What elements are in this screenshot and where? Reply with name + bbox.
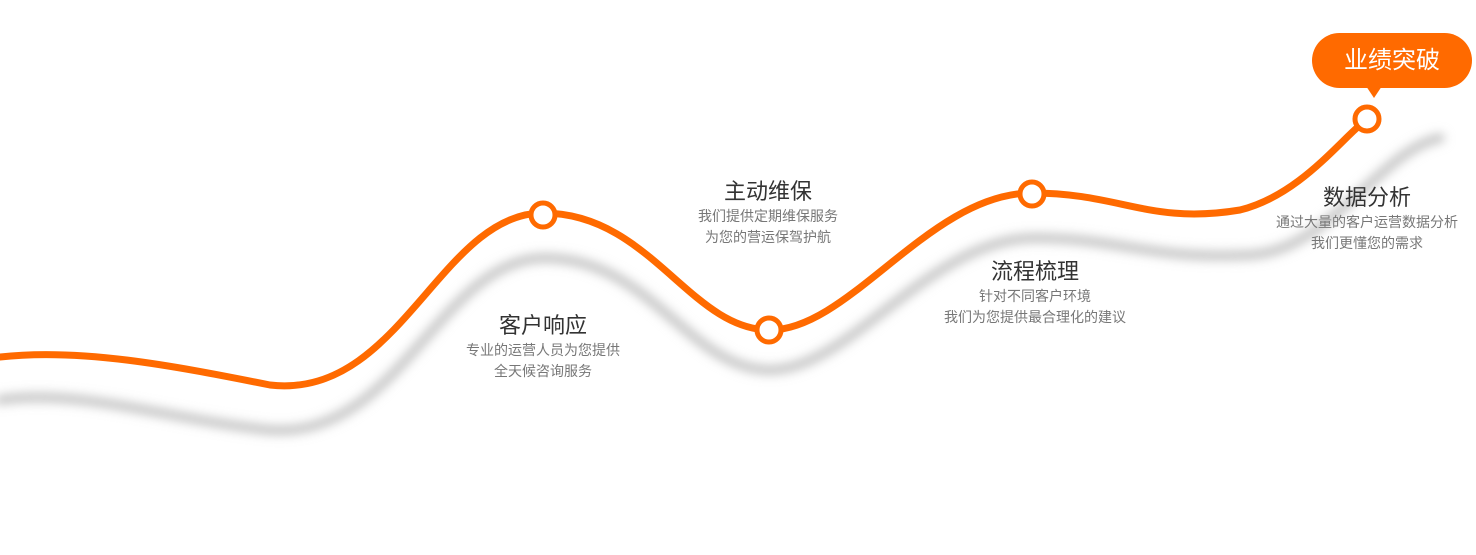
node-customer-response [528,200,558,230]
node-process-review [1017,179,1047,209]
milestone-desc-line: 我们提供定期维保服务 [698,209,838,225]
goal-badge: 业绩突破 [1312,33,1472,88]
milestone-desc-line: 针对不同客户环境 [979,289,1091,305]
node-data-analysis [1352,104,1382,134]
milestone-desc-line: 通过大量的客户运营数据分析 [1276,215,1458,231]
milestone-desc-line: 专业的运营人员为您提供 [466,343,620,359]
milestone-title: 数据分析 [1322,186,1411,211]
milestone-data-analysis: 数据分析 通过大量的客户运营数据分析 我们更懂您的需求 [1276,185,1458,255]
growth-curve [0,115,1371,390]
goal-badge-pointer [1366,86,1382,98]
milestone-proactive-maintenance: 主动维保 我们提供定期维保服务 为您的营运保驾护航 [698,179,838,249]
milestone-process-review: 流程梳理 针对不同客户环境 我们为您提供最合理化的建议 [944,259,1126,329]
node-proactive-maintenance [754,315,784,345]
curve-shadow [0,133,1445,436]
milestone-desc-line: 为您的营运保驾护航 [705,230,831,246]
milestone-desc-line: 我们为您提供最合理化的建议 [944,310,1126,326]
milestone-title: 流程梳理 [990,260,1079,285]
milestone-customer-response: 客户响应 专业的运营人员为您提供 全天候咨询服务 [466,313,620,383]
milestone-desc-line: 全天候咨询服务 [494,364,592,380]
goal-label: 业绩突破 [1344,46,1440,74]
milestone-title: 客户响应 [498,314,587,339]
milestone-title: 主动维保 [723,180,812,205]
milestone-desc-line: 我们更懂您的需求 [1311,236,1423,252]
